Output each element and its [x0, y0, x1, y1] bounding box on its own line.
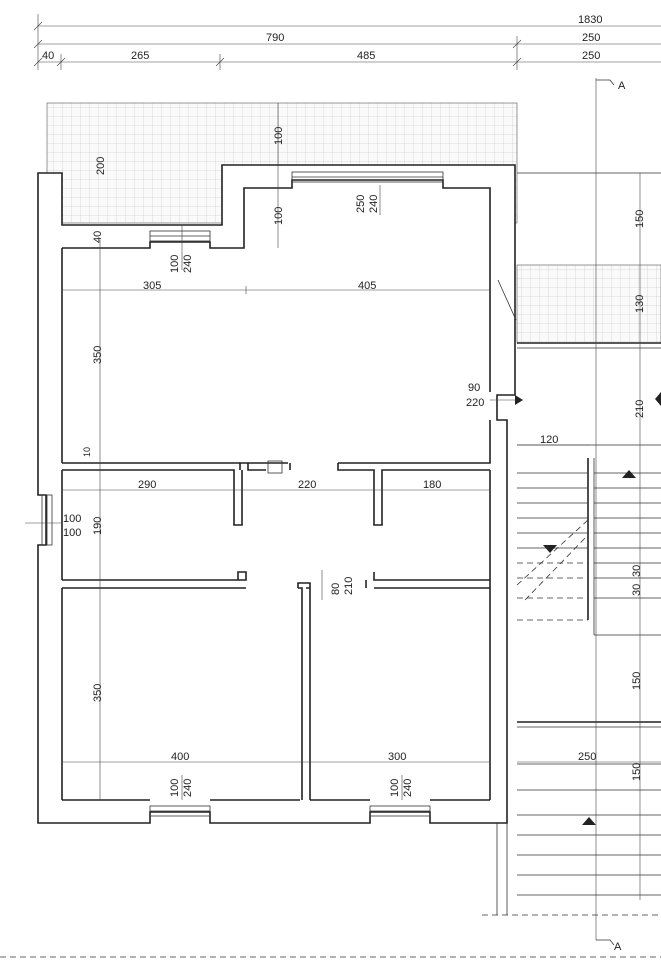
dim-window-top-mid-b: 240	[368, 195, 380, 213]
dim-right-4b: 30	[631, 565, 643, 577]
dim-window-bottom-right-a: 100	[389, 779, 401, 797]
dim-room1-width-right: 405	[358, 280, 376, 292]
dim-top-row1-left: 790	[266, 32, 284, 44]
top-dimension-lines	[33, 14, 661, 70]
dim-room3-width: 400	[171, 751, 189, 763]
dim-inner-door-a: 80	[330, 583, 342, 595]
dim-side-window-b: 100	[63, 527, 81, 539]
interior-dimension-lines	[25, 103, 515, 800]
section-mark-top-label: A	[618, 80, 626, 92]
dim-window-top-left-b: 240	[182, 255, 194, 273]
dim-top-row2-a: 40	[42, 50, 54, 62]
stair-area	[482, 160, 661, 940]
dim-overall-total: 1830	[578, 14, 602, 26]
dim-landing-width: 250	[578, 751, 596, 763]
dim-top-row2-c: 485	[357, 50, 375, 62]
dim-side-door-b: 220	[466, 397, 484, 409]
dim-window-bottom-left-b: 240	[182, 779, 194, 797]
dim-corridor-wall: 10	[82, 447, 92, 457]
dim-side-door-a: 90	[468, 382, 480, 394]
dim-right-3: 210	[634, 400, 646, 418]
dim-corridor-right: 180	[423, 479, 441, 491]
dim-corridor-left: 290	[138, 479, 156, 491]
dim-top-row1-right: 250	[582, 32, 600, 44]
outer-walls	[37, 164, 516, 915]
section-mark-top	[595, 78, 615, 160]
dim-room1-width-left: 305	[143, 280, 161, 292]
dim-window-bottom-left-a: 100	[169, 779, 181, 797]
dim-corridor-mid: 220	[298, 479, 316, 491]
dim-room3-height: 350	[92, 684, 104, 702]
dim-terrace-depth-left: 200	[95, 157, 107, 175]
interior-partitions	[62, 460, 490, 800]
dim-stair-width: 120	[540, 434, 558, 446]
dim-terrace-depth-mid: 100	[273, 127, 285, 145]
dim-right-5: 150	[631, 672, 643, 690]
dim-side-window-a: 100	[63, 513, 81, 525]
dim-top-row2-right: 250	[582, 50, 600, 62]
dim-room4-width: 300	[388, 751, 406, 763]
dim-recess-depth: 100	[273, 207, 285, 225]
dim-wall-top-left: 40	[92, 231, 104, 243]
dim-window-top-left-a: 100	[169, 255, 181, 273]
dim-inner-door-b: 210	[343, 577, 355, 595]
section-mark-bottom	[596, 939, 615, 946]
dim-right-1: 150	[634, 210, 646, 228]
dim-right-6: 150	[631, 763, 643, 781]
dim-room1-height: 350	[92, 346, 104, 364]
dim-right-2: 130	[634, 295, 646, 313]
windows	[41, 171, 517, 817]
dim-top-row2-b: 265	[131, 50, 149, 62]
dim-window-top-mid-a: 250	[355, 195, 367, 213]
dim-window-bottom-right-b: 240	[402, 779, 414, 797]
section-mark-bottom-label: A	[614, 941, 622, 953]
dim-corridor-height: 190	[92, 517, 104, 535]
terrace-right	[516, 264, 661, 344]
dim-right-4a: 30	[631, 584, 643, 596]
